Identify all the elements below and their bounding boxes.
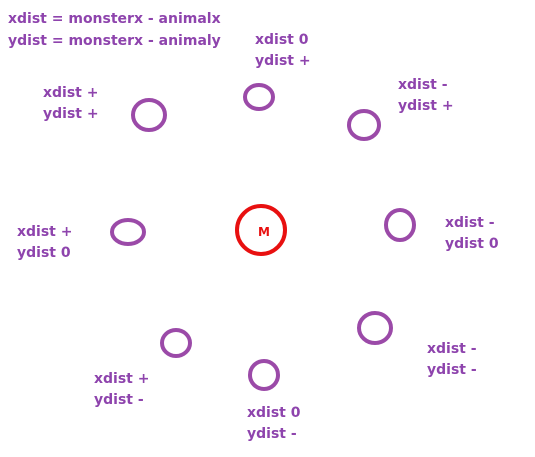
- animal-circle: [347, 109, 381, 141]
- monster-circle: [235, 204, 287, 256]
- animal-top-left: xdist + ydist +: [43, 85, 167, 132]
- animal-xdist-label: xdist -: [445, 215, 495, 231]
- animal-circle: [243, 83, 275, 111]
- animal-ydist-label: ydist +: [255, 53, 311, 69]
- animal-xdist-label: xdist +: [94, 371, 149, 387]
- animal-bottom-right: xdist - ydist -: [357, 311, 477, 378]
- animal-ydist-label: ydist +: [398, 98, 454, 114]
- animal-circle: [131, 98, 167, 132]
- animal-bottom: xdist 0 ydist -: [247, 359, 301, 442]
- animal-ydist-label: ydist -: [94, 392, 144, 408]
- animal-xdist-label: xdist +: [17, 224, 72, 240]
- animal-ydist-label: ydist 0: [445, 236, 499, 252]
- animal-ydist-label: ydist +: [43, 106, 99, 122]
- animal-bottom-left: xdist + ydist -: [94, 328, 192, 408]
- animal-right: xdist - ydist 0: [384, 208, 499, 252]
- animal-ydist-label: ydist -: [427, 362, 477, 378]
- animal-top-right: xdist - ydist +: [347, 77, 454, 141]
- animal-ydist-label: ydist 0: [17, 245, 71, 261]
- monster-label: M: [258, 225, 270, 239]
- animal-xdist-label: xdist 0: [247, 405, 301, 421]
- animal-ydist-label: ydist -: [247, 426, 297, 442]
- animal-circle: [357, 311, 393, 345]
- formula-ydist: ydist = monsterx - animaly: [8, 33, 221, 49]
- animal-circle: [384, 208, 416, 242]
- animal-left: xdist + ydist 0: [17, 218, 146, 261]
- monster: M: [235, 204, 287, 256]
- animal-xdist-label: xdist -: [398, 77, 448, 93]
- animal-circle: [160, 328, 192, 358]
- animal-xdist-label: xdist 0: [255, 32, 309, 48]
- animal-top: xdist 0 ydist +: [243, 32, 311, 111]
- animal-xdist-label: xdist -: [427, 341, 477, 357]
- animal-circle: [110, 218, 146, 246]
- animal-circle: [248, 359, 280, 391]
- formula-xdist: xdist = monsterx - animalx: [8, 11, 221, 27]
- animal-xdist-label: xdist +: [43, 85, 98, 101]
